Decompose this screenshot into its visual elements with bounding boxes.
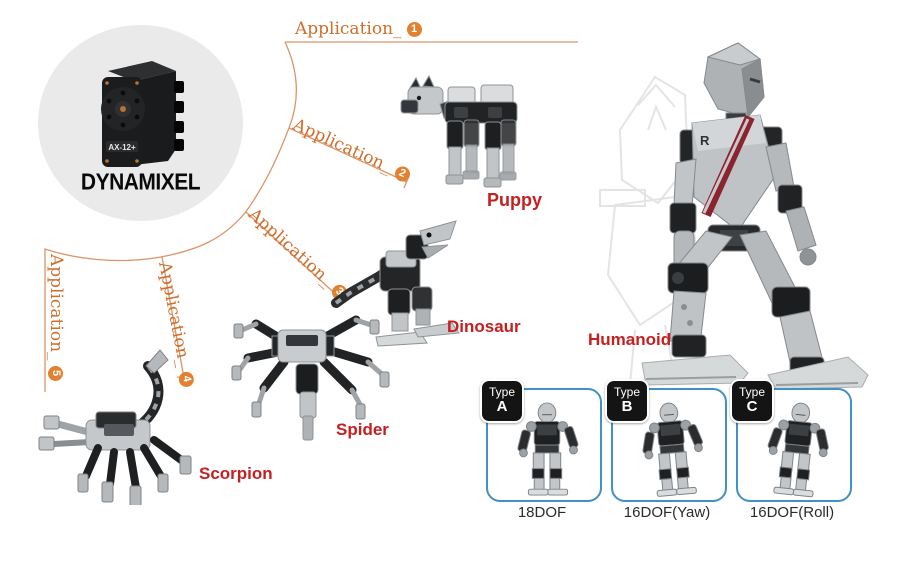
type-c-badge: Type C bbox=[730, 379, 774, 423]
spider-robot-image bbox=[231, 315, 390, 441]
dinosaur-label: Dinosaur bbox=[447, 317, 521, 336]
type-b-letter: B bbox=[621, 398, 633, 415]
radial-arc bbox=[44, 41, 298, 392]
type-c-dof-label: 16DOF(Roll) bbox=[749, 504, 835, 521]
type-a-dof-label: 18DOF bbox=[517, 504, 567, 521]
type-b-robot-image bbox=[637, 400, 709, 498]
type-a-robot-image bbox=[516, 402, 580, 496]
puppy-label: Puppy bbox=[487, 190, 543, 210]
application-1-text: Application_ bbox=[295, 19, 402, 39]
scorpion-label: Scorpion bbox=[199, 464, 273, 483]
servo-model-label: AX-12+ bbox=[108, 143, 136, 152]
type-b-dof-label: 16DOF(Yaw) bbox=[623, 504, 711, 521]
type-a-letter: A bbox=[496, 398, 508, 415]
spider-label: Spider bbox=[336, 420, 389, 439]
humanoid-label: Humanoid bbox=[588, 330, 672, 349]
puppy-robot-image bbox=[400, 74, 518, 188]
dynamixel-hub-circle: AX-12+ DYNAMIXEL bbox=[38, 25, 243, 221]
scorpion-robot-image bbox=[38, 349, 192, 505]
type-a-word: Type bbox=[488, 385, 515, 399]
dynamixel-logo: DYNAMIXEL bbox=[80, 170, 201, 195]
type-c-box: Type C bbox=[730, 379, 852, 502]
servo-motor-image: AX-12+ bbox=[101, 61, 184, 167]
type-b-box: Type B bbox=[605, 379, 727, 502]
dinosaur-robot-image bbox=[331, 220, 460, 347]
type-c-word: Type bbox=[738, 385, 765, 399]
humanoid-robot-image: R bbox=[599, 42, 869, 390]
type-a-badge: Type A bbox=[480, 379, 524, 423]
application-1-number-badge: 1 bbox=[406, 21, 422, 37]
application-1-label: Application_ 1 bbox=[295, 19, 422, 39]
type-a-box: Type A bbox=[480, 379, 602, 502]
type-c-robot-image bbox=[762, 400, 834, 498]
humanoid-chest-mark: R bbox=[700, 133, 710, 148]
type-b-badge: Type B bbox=[605, 379, 649, 423]
type-c-letter: C bbox=[746, 398, 758, 415]
type-b-word: Type bbox=[613, 385, 640, 399]
